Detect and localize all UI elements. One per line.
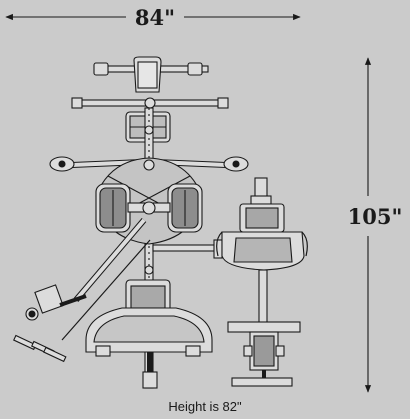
depth-label: 105" <box>348 204 403 229</box>
bench-post <box>258 269 268 331</box>
spine-pivots <box>142 125 156 275</box>
side-arm-bar <box>152 239 224 259</box>
top-seat-pad <box>133 56 162 93</box>
width-label: 84" <box>135 5 175 30</box>
leg-roller-left <box>95 183 131 233</box>
loose-bars <box>13 334 67 363</box>
height-caption: Height is 82" <box>168 399 242 414</box>
bench-backrest <box>239 203 285 233</box>
side-bench-station <box>216 177 308 387</box>
bench-seat <box>216 231 308 271</box>
base-footplate <box>85 307 213 389</box>
lat-bar <box>71 97 229 109</box>
bench-top-cap <box>250 177 272 205</box>
bench-base-plate <box>227 321 301 371</box>
diagonal-arm <box>61 218 151 341</box>
depth-dimension: 105" <box>348 57 403 393</box>
width-dimension: 84" <box>5 5 301 30</box>
leg-roller-right <box>167 183 203 233</box>
bench-foot-bar <box>231 370 293 387</box>
lower-seat-block <box>125 279 171 313</box>
loose-handle-left <box>25 284 87 321</box>
main-frame <box>13 56 249 389</box>
